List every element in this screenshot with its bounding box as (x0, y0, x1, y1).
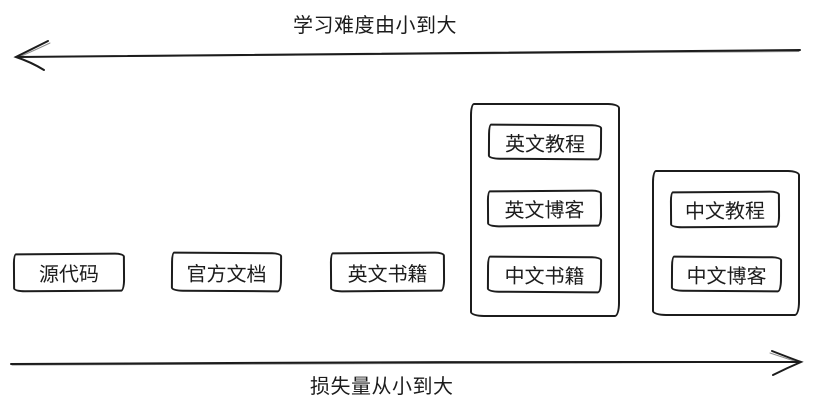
bottom-axis-label: 损失量从小到大 (310, 374, 454, 398)
group-box-english-chinese: 英文教程 英文博客 中文书籍 (470, 103, 620, 317)
box-english-books-label: 英文书籍 (347, 261, 428, 286)
box-official-docs: 官方文档 (170, 251, 283, 293)
left-arrow-icon (13, 40, 801, 71)
box-chinese-blogs-label: 中文博客 (686, 263, 767, 288)
box-chinese-tutorials: 中文教程 (669, 190, 781, 229)
box-official-docs-label: 官方文档 (186, 261, 267, 286)
box-english-tutorials-label: 英文教程 (504, 131, 586, 156)
top-axis-label: 学习难度由小到大 (293, 13, 457, 37)
box-chinese-tutorials-label: 中文教程 (684, 198, 766, 224)
box-english-blogs: 英文博客 (486, 189, 603, 228)
box-chinese-books-label: 中文书籍 (504, 263, 585, 289)
box-english-books: 英文书籍 (329, 251, 446, 293)
box-source-code-label: 源代码 (38, 261, 100, 287)
group-box-chinese: 中文教程 中文博客 (652, 170, 800, 316)
box-source-code: 源代码 (12, 252, 126, 293)
box-chinese-books: 中文书籍 (486, 255, 603, 294)
box-english-blogs-label: 英文博客 (504, 197, 585, 223)
box-chinese-blogs: 中文博客 (670, 255, 783, 293)
box-english-tutorials: 英文教程 (487, 123, 603, 161)
right-arrow-icon (10, 350, 804, 376)
